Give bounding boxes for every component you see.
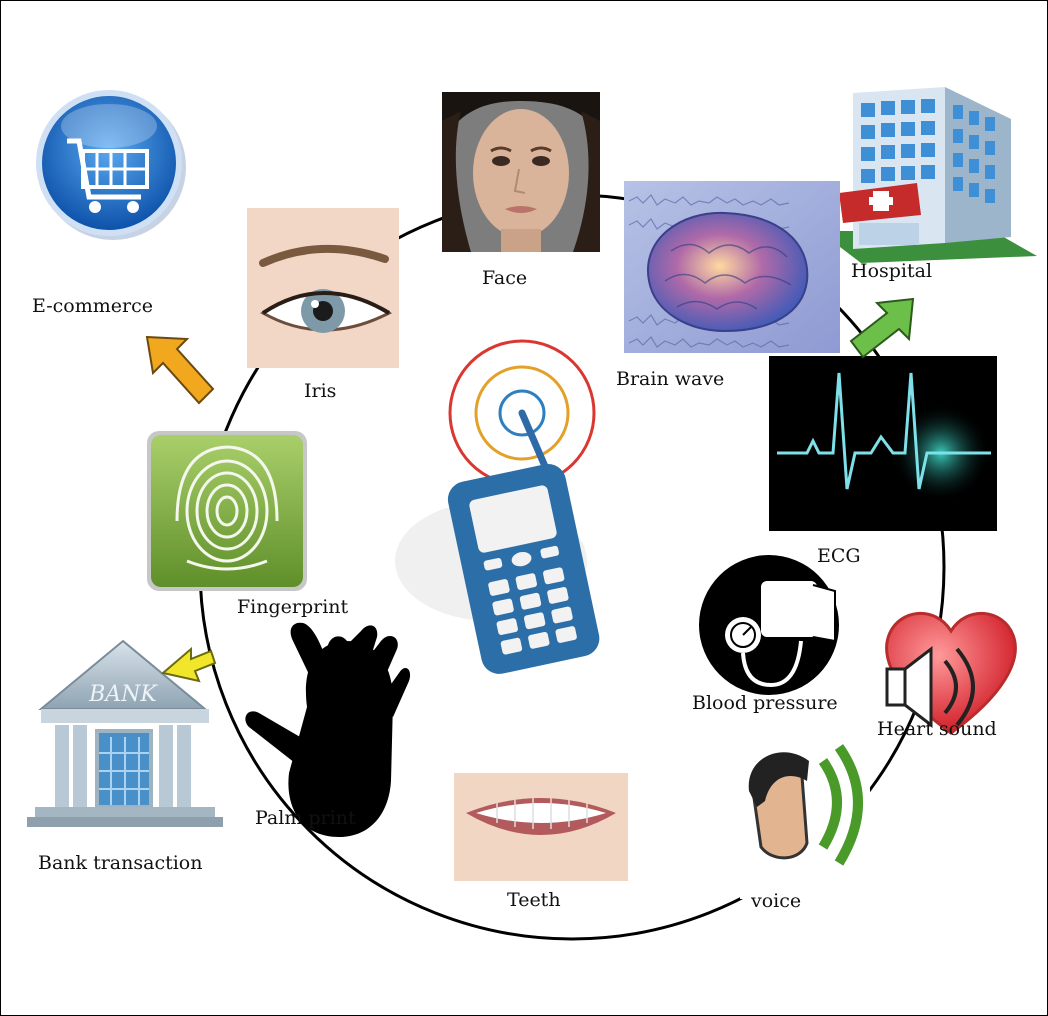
node-label-teeth: Teeth xyxy=(507,889,561,911)
ecg-icon xyxy=(769,356,997,531)
node-label-blood-pressure: Blood pressure xyxy=(692,692,838,714)
bank-icon: BANK xyxy=(27,639,223,827)
node-label-fingerprint: Fingerprint xyxy=(237,596,349,618)
mobile-phone-signal-icon xyxy=(395,339,600,674)
node-label-ecg: ECG xyxy=(817,545,861,567)
app-label-hospital: Hospital xyxy=(851,260,933,282)
node-label-brain-wave: Brain wave xyxy=(616,368,725,390)
shopping-cart-icon xyxy=(36,90,186,240)
blood-pressure-icon xyxy=(699,555,839,695)
bank-sign-text: BANK xyxy=(88,682,158,707)
voice-icon xyxy=(740,739,870,899)
node-label-iris: Iris xyxy=(304,380,337,402)
node-label-face: Face xyxy=(482,267,528,289)
brain-icon xyxy=(624,181,840,353)
node-label-palm-print: Palm print xyxy=(255,807,356,829)
arrow-to-hospital xyxy=(849,297,915,359)
eye-icon xyxy=(247,208,399,368)
face-icon xyxy=(442,92,600,252)
hand-icon xyxy=(245,622,411,837)
arrow-to-ecommerce xyxy=(145,335,215,405)
node-label-voice: voice xyxy=(751,890,802,912)
app-label-ecommerce: E-commerce xyxy=(32,295,153,317)
fingerprint-icon xyxy=(147,431,307,591)
arrow-to-bank xyxy=(160,646,217,683)
node-label-heart-sound: Heart sound xyxy=(877,718,997,740)
hospital-icon xyxy=(819,87,1037,263)
heart-speaker-icon xyxy=(885,612,1017,735)
teeth-icon xyxy=(454,773,628,881)
app-label-bank-transaction: Bank transaction xyxy=(38,852,203,874)
